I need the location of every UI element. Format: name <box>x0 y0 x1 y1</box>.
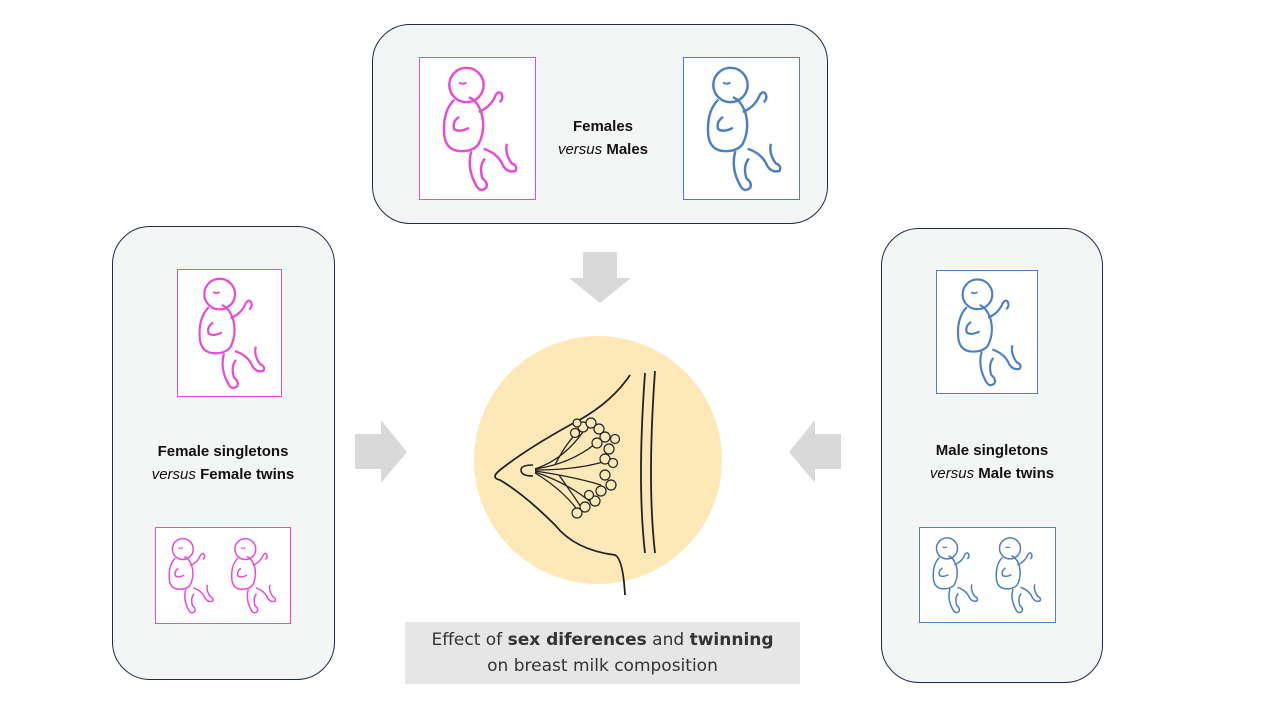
female-comparison-panel: Female singletons versus Female twins <box>112 226 335 680</box>
male-singleton-frame <box>936 270 1038 394</box>
arrow-down-icon <box>569 252 631 303</box>
male-baby-frame <box>683 57 800 200</box>
twins-icon <box>168 537 277 614</box>
male-comparison-panel: Male singletons versus Male twins <box>881 228 1103 683</box>
twins-icon <box>932 537 1042 614</box>
female-baby-frame <box>419 57 536 200</box>
baby-icon <box>706 66 782 192</box>
arrow-left-icon <box>789 420 841 483</box>
female-singleton-frame <box>177 269 282 397</box>
female-twins-frame <box>155 527 291 624</box>
arrow-right-icon <box>355 420 407 483</box>
top-panel-label: Females versus Males <box>557 118 649 158</box>
baby-icon <box>956 278 1022 387</box>
diagram-caption: Effect of sex diferences and twinning on… <box>405 622 800 684</box>
breast-anatomy-icon <box>474 336 722 595</box>
top-comparison-panel: Females versus Males <box>372 24 828 224</box>
baby-icon <box>198 277 266 389</box>
left-panel-label: Female singletons versus Female twins <box>151 443 295 483</box>
male-twins-frame <box>919 527 1056 623</box>
right-panel-label: Male singletons versus Male twins <box>929 442 1055 482</box>
baby-icon <box>442 66 518 192</box>
